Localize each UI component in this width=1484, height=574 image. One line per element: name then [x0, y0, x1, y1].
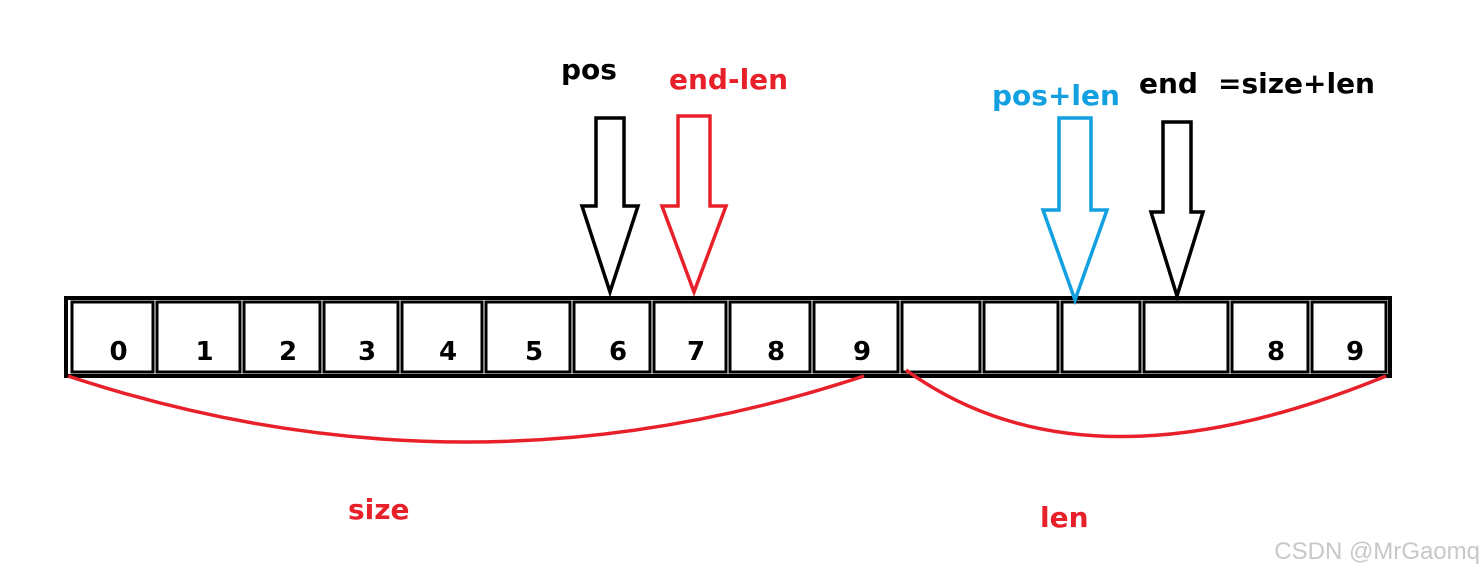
array-cell-value: 8	[767, 337, 785, 367]
array-cell-value: 8	[1267, 337, 1285, 367]
pointer-arrows	[579, 114, 1206, 306]
end-len-arrow	[659, 114, 729, 298]
array-cell-box	[1310, 300, 1388, 374]
array-cell-value: 7	[687, 337, 705, 367]
array-cell-value: 1	[195, 337, 213, 367]
array-cell-value: 0	[109, 337, 127, 367]
array-cell: 7	[652, 300, 728, 374]
pos-plus-len-arrow	[1040, 116, 1110, 306]
array-cell: 8	[728, 300, 812, 374]
array-cell-value: 5	[525, 337, 543, 367]
array-frame	[64, 296, 1392, 378]
array-cell-box	[242, 300, 322, 374]
array-cell: 3	[322, 300, 400, 374]
array-cell-value: 3	[358, 337, 376, 367]
array-cell-box	[70, 300, 155, 374]
array-cell-value: 9	[1346, 337, 1364, 367]
array-cell-box	[1060, 300, 1142, 374]
array-cell	[1142, 300, 1230, 374]
array-cell-box	[728, 300, 812, 374]
label-pos: pos	[561, 53, 617, 86]
label-size-plus-len: =size+len	[1218, 67, 1375, 100]
pos-arrow	[579, 116, 641, 298]
len-brace	[904, 368, 1387, 439]
array-cell: 0	[70, 300, 155, 374]
label-end-len: end-len	[669, 63, 789, 96]
array-cell: 8	[1230, 300, 1310, 374]
array-cell-box	[322, 300, 400, 374]
array-cell-box	[400, 300, 484, 374]
range-braces	[67, 368, 1387, 444]
array-cells: 0 1 2 3 4 5 6 7 8 9 8 9	[64, 296, 1392, 378]
label-size: size	[348, 493, 410, 526]
array-cell-box	[1142, 300, 1230, 374]
watermark-text: CSDN @MrGaomq	[1274, 538, 1480, 565]
end-arrow	[1148, 120, 1206, 302]
array-cell: 9	[1310, 300, 1388, 374]
array-cell-box	[1230, 300, 1310, 374]
array-cell-value: 9	[853, 337, 871, 367]
array-cell-box	[982, 300, 1060, 374]
array-cell-box	[484, 300, 572, 374]
label-end: end	[1139, 67, 1198, 100]
label-pos-plus-len: pos+len	[992, 79, 1120, 112]
array-cell-value: 4	[439, 337, 457, 367]
array-cell: 9	[812, 300, 900, 374]
array-cell: 4	[400, 300, 484, 374]
array-cell-box	[812, 300, 900, 374]
array-cell-box	[155, 300, 242, 374]
array-cell: 5	[484, 300, 572, 374]
array-cell: 2	[242, 300, 322, 374]
array-cell	[900, 300, 982, 374]
size-brace	[67, 374, 865, 444]
array-cell	[982, 300, 1060, 374]
array-cell-value: 2	[279, 337, 297, 367]
array-cell-value: 6	[609, 337, 627, 367]
array-cell-box	[900, 300, 982, 374]
array-cell: 1	[155, 300, 242, 374]
label-len: len	[1040, 501, 1089, 534]
array-cell	[1060, 300, 1142, 374]
array-cell-box	[652, 300, 728, 374]
array-cell-box	[572, 300, 652, 374]
array-cell: 6	[572, 300, 652, 374]
